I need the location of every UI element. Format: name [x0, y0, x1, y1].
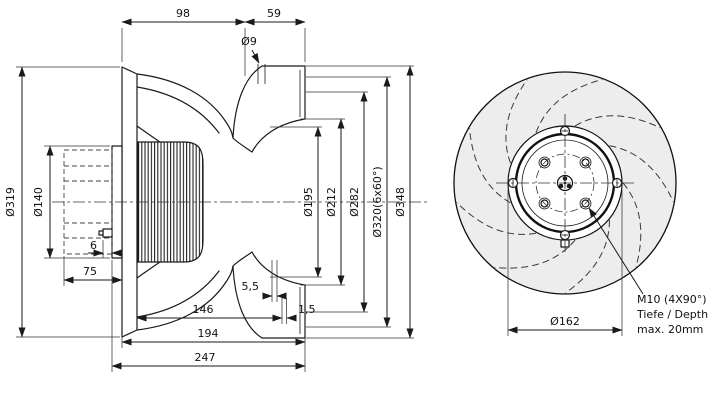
dim-motor-flange-dia: Ø140 [32, 187, 45, 217]
m10-hole-thread [581, 158, 590, 167]
thread-note-line2: Tiefe / Depth [636, 308, 708, 321]
shaft-detail [566, 183, 572, 189]
dim-motor-depth: 75 [83, 265, 97, 278]
dim-bolt-circle: Ø320(6x60°) [371, 166, 384, 237]
inlet-ring-top [232, 65, 306, 153]
thread-note-line1: M10 (4X90°) [637, 293, 707, 306]
dim-hub-flange-dia: Ø162 [550, 315, 580, 328]
mounting-holes [538, 156, 592, 210]
dim-inlet-lip: 5,5 [242, 280, 260, 293]
bolt-circle-centerline [535, 153, 595, 213]
m10-hole [538, 156, 551, 169]
dim-depth-to-lip: 146 [193, 303, 214, 316]
m10-hole-thread [581, 199, 590, 208]
leader-hole [251, 49, 260, 64]
shroud-curve-top [136, 73, 234, 139]
dim-98: 98 [176, 7, 190, 20]
front-view: Ø162 M10 (4X90°) Tiefe / Depth max. 20mm [453, 71, 708, 336]
m10-hole-thread [540, 199, 549, 208]
shaft-detail [558, 183, 564, 189]
dim-flange-outer-dia: Ø348 [394, 187, 407, 217]
dim-hole-dia: Ø9 [241, 35, 257, 48]
hub-cone-bottom [136, 261, 161, 279]
dim-total-depth: 247 [195, 351, 216, 364]
dim-depth-to-flange: 194 [198, 327, 219, 340]
m10-hole [579, 156, 592, 169]
dim-venturi-dia: Ø212 [325, 187, 338, 217]
blade-edge-top [136, 86, 220, 134]
m10-hole [579, 197, 592, 210]
shroud-curve-bottom [136, 265, 234, 331]
terminal-screw-tip [98, 230, 104, 236]
dim-lip-to-flange: 1,5 [298, 303, 316, 316]
leader-thread-note [588, 207, 644, 295]
m10-hole [538, 197, 551, 210]
dim-inlet-dia: Ø195 [302, 187, 315, 217]
hub-cone-top [136, 125, 161, 143]
side-view: 98 59 Ø9 Ø319 Ø140 6 75 Ø195 Ø212 Ø28 [4, 7, 428, 372]
dim-backplate-dia: Ø319 [4, 187, 17, 217]
inlet-ring-bottom [232, 251, 306, 339]
dim-clearance: 6 [90, 239, 97, 252]
dim-flange-inner-dia: Ø282 [348, 187, 361, 217]
thread-note-line3: max. 20mm [637, 323, 703, 336]
terminal-screw-head [102, 228, 113, 238]
dim-59: 59 [267, 7, 281, 20]
m10-hole-thread [540, 158, 549, 167]
motor-body [137, 141, 204, 263]
